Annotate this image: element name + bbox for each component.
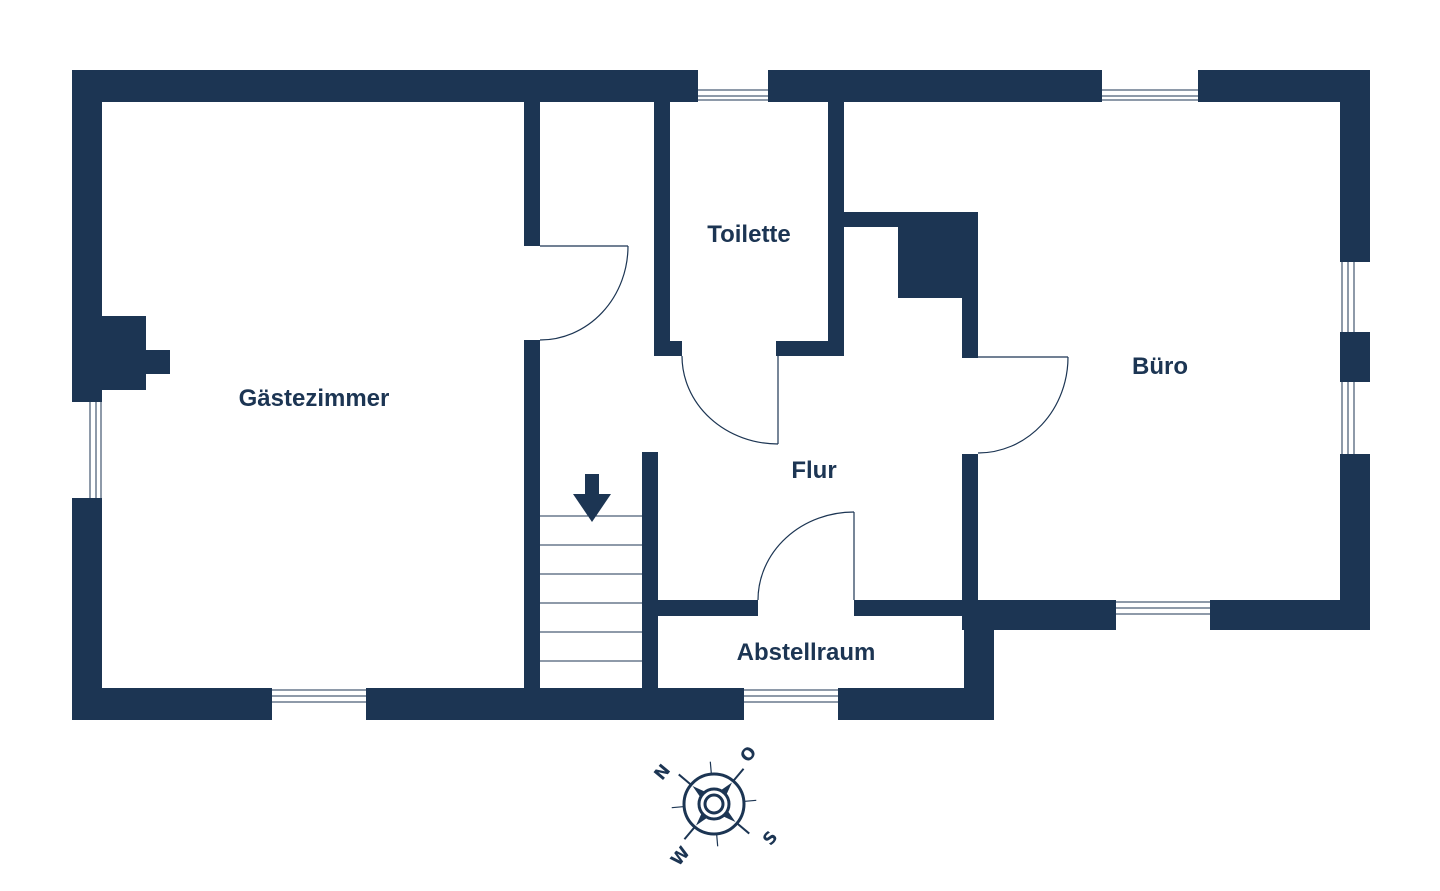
wall-bottom-a <box>72 688 272 720</box>
door-buero <box>977 356 1069 454</box>
window-toilet <box>698 89 768 101</box>
compass-rose-icon: N O S W <box>651 743 783 871</box>
wall-toilet-right <box>828 100 844 356</box>
window-storage <box>744 689 838 703</box>
compass-north: N <box>651 761 675 785</box>
compass-south: S <box>759 828 782 850</box>
outer-walls <box>72 70 1370 720</box>
wall-right-upper <box>1340 70 1370 262</box>
windows <box>89 89 1355 703</box>
arrow-down-icon <box>573 474 611 522</box>
chimney-shaft <box>898 226 964 298</box>
wall-toilet-left <box>654 100 670 356</box>
room-label-toilette: Toilette <box>707 221 791 248</box>
wall-storage-top-left <box>654 600 758 616</box>
wall-chimney-top <box>828 212 978 227</box>
window-guest-bottom <box>272 689 366 703</box>
wall-buero-left-upper <box>962 212 978 358</box>
heater-pipe <box>146 350 170 374</box>
room-label-flur: Flur <box>791 457 836 484</box>
doors <box>539 245 1069 601</box>
window-buero-right-upper <box>1341 262 1355 332</box>
compass-east: O <box>736 743 761 767</box>
wall-bottom-b <box>366 688 744 720</box>
wall-toilet-bottom-left <box>654 341 682 356</box>
wall-right-pillar <box>1340 332 1370 382</box>
wall-bottom-right-a <box>964 600 1116 630</box>
wall-toilet-bottom-right <box>776 341 842 356</box>
window-buero-top <box>1102 89 1198 101</box>
interior-walls <box>524 100 978 690</box>
wall-guest-lower <box>524 340 540 690</box>
heater-block <box>100 316 146 390</box>
wall-storage-top-right <box>854 600 978 616</box>
wall-top-left <box>72 70 698 102</box>
room-label-abstellraum: Abstellraum <box>737 639 876 666</box>
door-storage <box>757 511 855 601</box>
wall-top-middle <box>768 70 1102 102</box>
compass-west: W <box>667 843 695 870</box>
room-label-buero: Büro <box>1132 353 1188 380</box>
wall-buero-left-lower <box>962 454 978 630</box>
staircase <box>540 474 642 662</box>
wall-right-lower <box>1340 454 1370 630</box>
wall-storage-left <box>654 600 658 690</box>
room-label-gaestezimmer: Gästezimmer <box>239 385 390 412</box>
door-toilet <box>681 355 779 445</box>
window-buero-right-lower <box>1341 382 1355 454</box>
window-buero-bottom <box>1116 601 1210 615</box>
wall-left-lower <box>72 498 102 720</box>
door-guest <box>539 245 629 341</box>
wall-guest-upper <box>524 100 540 246</box>
wall-left-upper <box>72 70 102 402</box>
window-guest-left <box>89 402 102 498</box>
